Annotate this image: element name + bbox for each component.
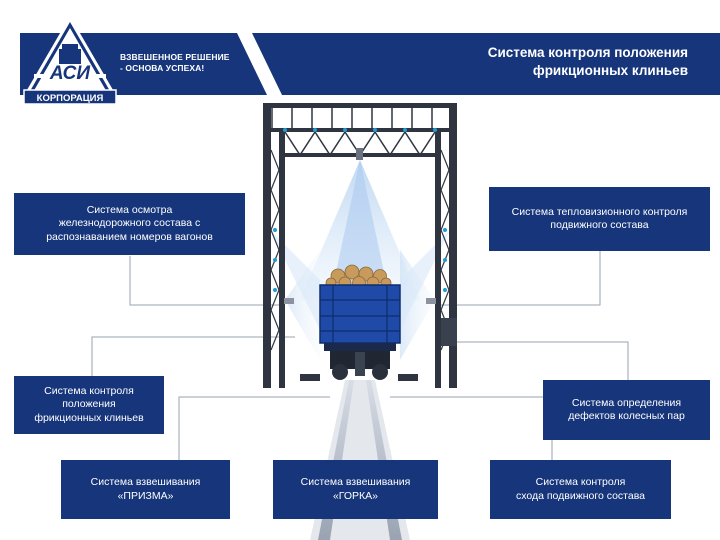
company-logo: АСИ КОРПОРАЦИЯ	[18, 14, 122, 108]
header-divider	[0, 33, 282, 95]
box-line: Система определения	[571, 396, 682, 409]
box-line: «ПРИЗМА»	[117, 489, 174, 502]
system-box-inspection: Система осмотра железнодорожного состава…	[14, 193, 245, 255]
system-box-wheel-defects: Система определения дефектов колесных па…	[543, 380, 710, 440]
box-line: распознаванием номеров вагонов	[46, 230, 213, 243]
box-line: дефектов колесных пар	[568, 410, 685, 422]
logo-emblem: АСИ КОРПОРАЦИЯ	[20, 16, 120, 105]
tagline-line: ВЗВЕШЕННОЕ РЕШЕНИЕ	[120, 52, 230, 62]
system-box-derailment: Система контроля схода подвижного состав…	[490, 460, 671, 519]
box-line: положения	[62, 398, 116, 411]
logo-caption: КОРПОРАЦИЯ	[37, 93, 104, 104]
header-bar	[0, 33, 720, 95]
system-box-wedge-position: Система контроля положения фрикционных к…	[14, 376, 164, 434]
system-box-thermal: Система тепловизионного контроля подвижн…	[489, 187, 710, 251]
system-box-weighing-hump: Система взвешивания «ГОРКА»	[273, 460, 438, 519]
page-title: Система контроля положения фрикционных к…	[368, 44, 688, 80]
box-line: Система тепловизионного контроля	[511, 205, 688, 218]
tagline-line: - ОСНОВА УСПЕХА!	[120, 63, 205, 73]
box-line: Система взвешивания	[90, 476, 201, 488]
box-line: Система контроля	[535, 476, 626, 488]
box-line: фрикционных клиньев	[34, 411, 144, 424]
box-line: Система взвешивания	[300, 476, 411, 488]
gantry-frame	[263, 103, 457, 388]
system-box-weighing-prism: Система взвешивания «ПРИЗМА»	[61, 460, 230, 519]
company-tagline: ВЗВЕШЕННОЕ РЕШЕНИЕ - ОСНОВА УСПЕХА!	[120, 52, 230, 74]
box-line: железнодорожного состава с	[58, 217, 201, 230]
page-title-line: Система контроля положения	[487, 45, 688, 60]
freight-wagon	[319, 264, 401, 380]
page-title-line: фрикционных клиньев	[532, 63, 688, 78]
box-line: подвижного состава	[550, 219, 649, 231]
box-line: Система осмотра	[86, 203, 173, 216]
box-line: «ГОРКА»	[332, 489, 379, 502]
box-line: Система контроля	[44, 384, 134, 397]
box-line: схода подвижного состава	[515, 489, 646, 502]
logo-letters: АСИ	[49, 63, 90, 84]
